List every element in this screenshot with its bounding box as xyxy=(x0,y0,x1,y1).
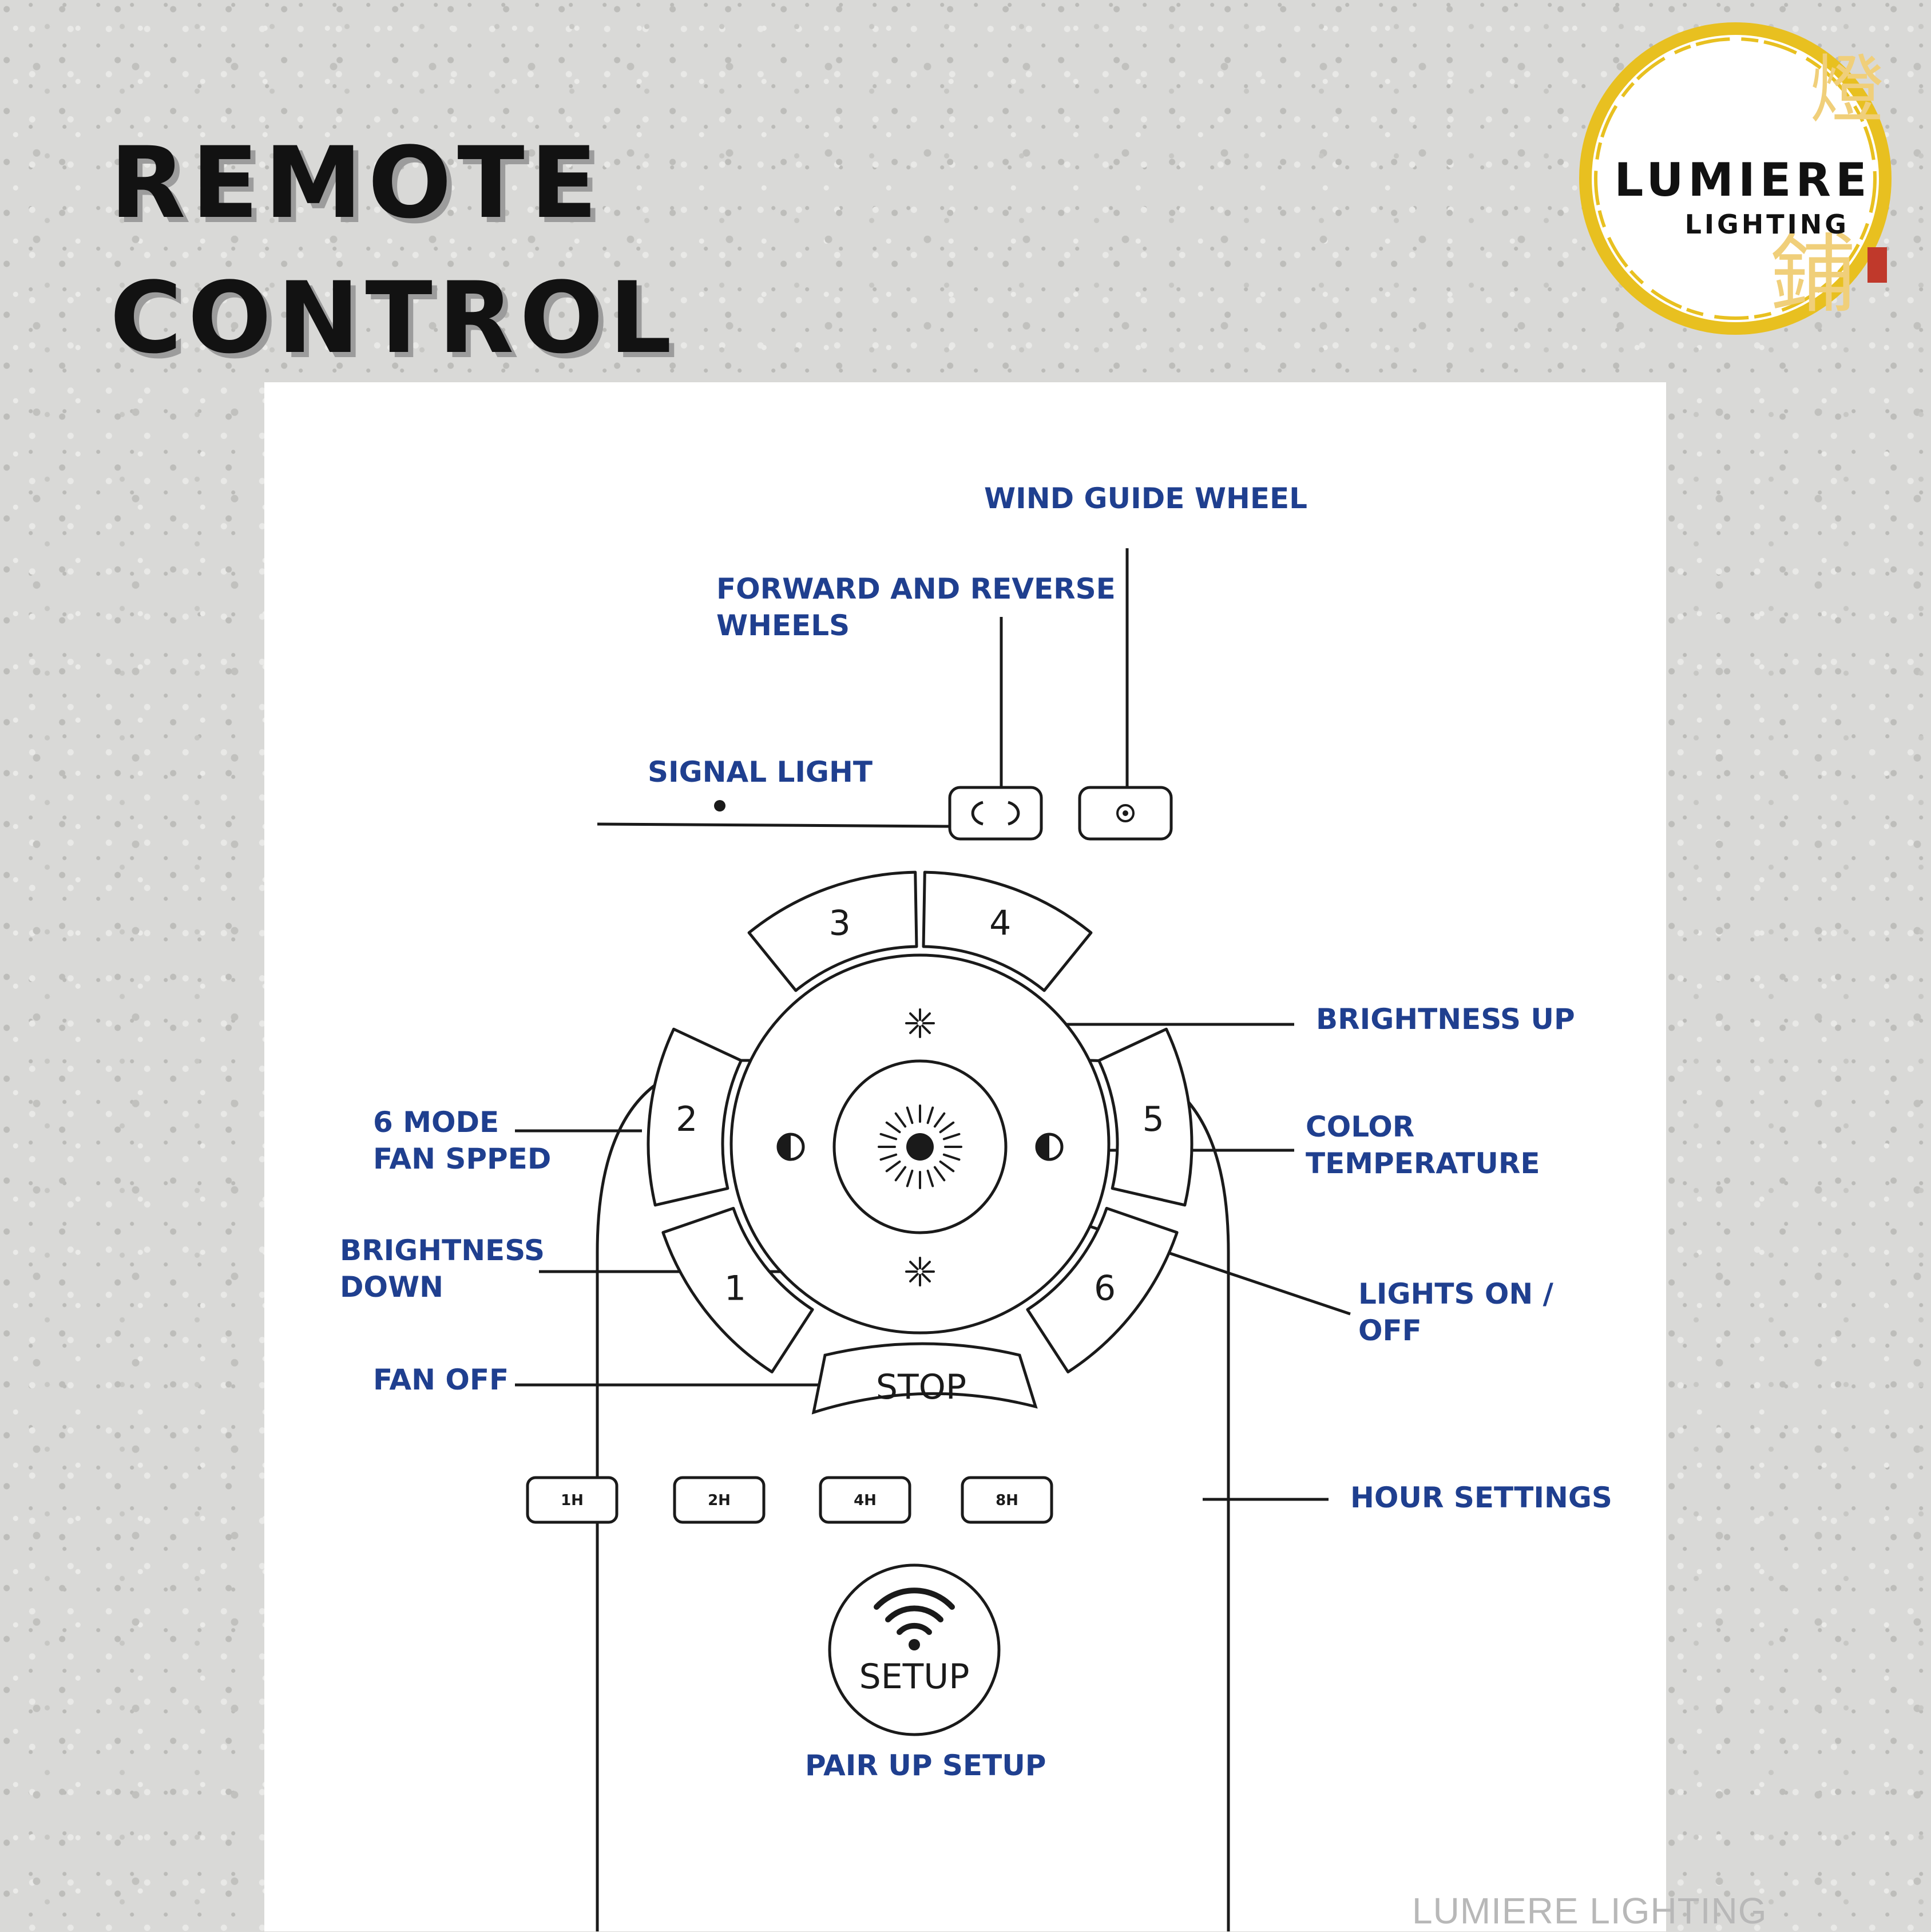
timer-button-2H[interactable]: 2H xyxy=(673,1476,766,1524)
logo-glyph-top: 燈 xyxy=(1810,46,1884,133)
timer-label-8H: 8H xyxy=(996,1492,1018,1509)
label-hour-settings: HOUR SETTINGS xyxy=(1350,1481,1612,1514)
brand-logo: 燈 鋪 LUMIERE LIGHTING xyxy=(1561,7,1916,362)
page-title-line-2: CONTROL xyxy=(110,260,677,375)
page-title-line-1: REMOTE xyxy=(110,125,604,240)
setup-label: SETUP xyxy=(859,1657,970,1697)
wind-guide-button[interactable] xyxy=(1078,786,1173,841)
brightness-up-icon xyxy=(905,1008,935,1038)
label-brightness-down-1: BRIGHTNESS xyxy=(340,1234,545,1267)
label-brightness-down-2: DOWN xyxy=(340,1270,443,1304)
speed-button-1[interactable]: 1 xyxy=(661,1206,814,1373)
label-forward-reverse-2: WHEELS xyxy=(716,609,850,642)
fan-speed-ring: 1 2 3 4 5 6 xyxy=(647,870,1194,1373)
timer-button-8H[interactable]: 8H xyxy=(961,1476,1053,1524)
light-toggle-icon xyxy=(878,1104,962,1189)
timer-label-4H: 4H xyxy=(854,1492,877,1509)
speed-label-3: 3 xyxy=(829,904,851,944)
speed-label-5: 5 xyxy=(1143,1099,1164,1139)
wifi-icon xyxy=(874,1587,955,1635)
speed-label-4: 4 xyxy=(989,904,1011,944)
label-fan-speed-1: 6 MODE xyxy=(373,1106,499,1139)
label-wind-guide: WIND GUIDE WHEEL xyxy=(984,482,1307,515)
speed-label-2: 2 xyxy=(676,1099,697,1139)
timer-button-4H[interactable]: 4H xyxy=(819,1476,911,1524)
label-lights-2: OFF xyxy=(1358,1314,1422,1347)
timer-label-2H: 2H xyxy=(708,1492,731,1509)
hour-settings-row: 1H 2H 4H 8H xyxy=(526,1476,1053,1524)
forward-reverse-button[interactable] xyxy=(948,786,1043,841)
diagram-sheet: WIND GUIDE WHEEL FORWARD AND REVERSE WHE… xyxy=(264,382,1666,1931)
remote-diagram: WIND GUIDE WHEEL FORWARD AND REVERSE WHE… xyxy=(340,482,1612,1931)
timer-label-1H: 1H xyxy=(561,1492,584,1509)
color-temp-right-button[interactable] xyxy=(1035,1133,1064,1161)
speed-button-2[interactable]: 2 xyxy=(647,1027,743,1207)
setup-button[interactable]: SETUP xyxy=(828,1563,1001,1736)
speed-button-5[interactable]: 5 xyxy=(1097,1027,1194,1207)
wind-guide-icon xyxy=(1116,804,1135,822)
speed-button-4[interactable]: 4 xyxy=(922,870,1093,992)
label-fan-off: FAN OFF xyxy=(373,1363,509,1396)
logo-name: LUMIERE xyxy=(1614,153,1871,207)
watermark: LUMIERE LIGHTING xyxy=(1412,1890,1767,1931)
speed-label-6: 6 xyxy=(1094,1268,1116,1308)
label-forward-reverse-1: FORWARD AND REVERSE xyxy=(716,572,1116,605)
signal-light-dot xyxy=(714,800,725,811)
stop-label: STOP xyxy=(876,1367,966,1407)
label-pair-up: PAIR UP SETUP xyxy=(805,1749,1046,1782)
stop-button[interactable]: STOP xyxy=(811,1342,1038,1415)
forward-reverse-icon xyxy=(971,801,1020,826)
logo-ring xyxy=(1579,22,1892,335)
label-brightness-up: BRIGHTNESS UP xyxy=(1316,1003,1575,1036)
speed-button-3[interactable]: 3 xyxy=(747,870,918,992)
brightness-up-button[interactable] xyxy=(905,1008,935,1038)
lights-on-off-button[interactable] xyxy=(832,1059,1008,1234)
logo-emblem: 燈 鋪 LUMIERE LIGHTING xyxy=(1579,22,1892,335)
brightness-down-button[interactable] xyxy=(905,1257,935,1286)
speed-label-1: 1 xyxy=(724,1268,746,1308)
label-lights-1: LIGHTS ON / xyxy=(1358,1277,1554,1311)
logo-glyph-bottom: 鋪 xyxy=(1770,225,1855,325)
logo-sub: LIGHTING xyxy=(1685,209,1849,240)
brightness-down-icon xyxy=(905,1257,935,1286)
color-temp-left-button[interactable] xyxy=(776,1133,805,1161)
logo-seal xyxy=(1867,247,1887,283)
label-color-temp-1: COLOR xyxy=(1306,1110,1414,1143)
label-signal-light: SIGNAL LIGHT xyxy=(648,755,873,789)
label-color-temp-2: TEMPERATURE xyxy=(1306,1147,1540,1180)
label-fan-speed-2: FAN SPPED xyxy=(373,1142,551,1175)
speed-button-6[interactable]: 6 xyxy=(1026,1206,1179,1373)
timer-button-1H[interactable]: 1H xyxy=(526,1476,618,1524)
